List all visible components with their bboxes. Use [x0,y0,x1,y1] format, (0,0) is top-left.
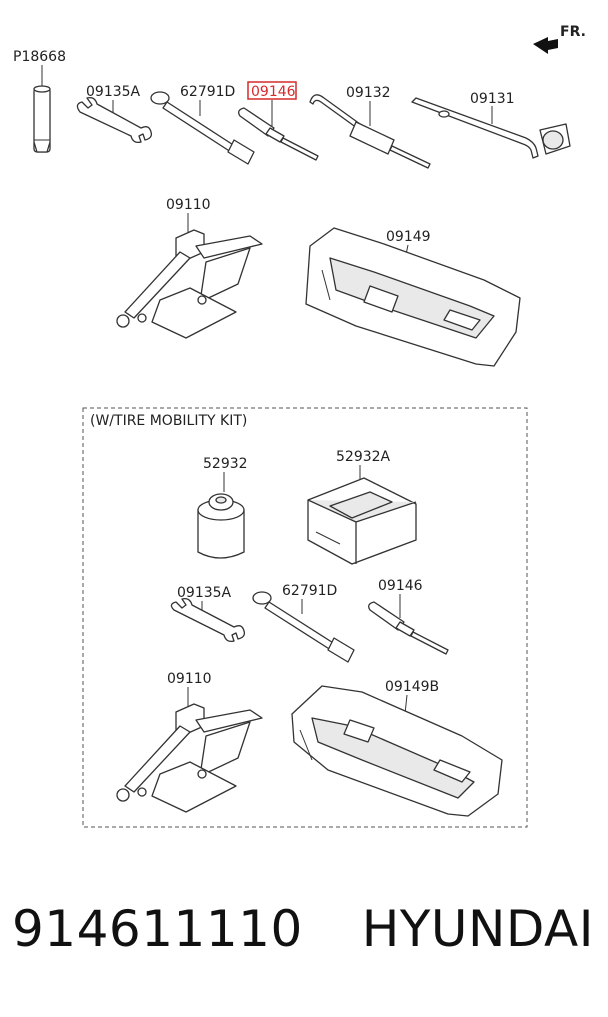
footer: 914611110 HYUNDAI [0,900,608,980]
part-label-handle: 09131 [470,91,515,107]
part-hook[interactable]: 09132 [309,85,431,169]
kit-part-sealant[interactable]: 52932 [197,456,248,559]
kit-part-label-compressor: 52932A [336,449,391,465]
part-label-lug-wrench: 62791D [180,84,235,100]
kit-part-label-lug-wrench: 62791D [282,583,337,599]
kit-part-wrench[interactable]: 09135A [170,585,246,643]
kit-part-label-screwdriver: 09146 [378,578,423,594]
part-label-jack: 09110 [166,197,211,213]
highlight-box [247,81,297,100]
kit-part-label-jack: 09110 [167,671,212,687]
part-tray[interactable]: 09149 [305,227,521,367]
front-direction-indicator: FR. [533,24,586,54]
parts-diagram: FR. P18668 09135A 62791D 09146 09132 [13,24,586,828]
kit-part-screwdriver[interactable]: 09146 [368,578,449,655]
part-wrench[interactable]: 09135A [76,84,153,144]
part-label-hook: 09132 [346,85,391,101]
part-label-tray: 09149 [386,229,431,245]
part-screwdriver[interactable]: 09146 [238,81,319,161]
direction-label: FR. [560,24,586,40]
part-handle[interactable]: 09131 [411,91,571,159]
kit-part-compressor[interactable]: 52932A [307,449,417,565]
kit-box [82,407,528,828]
kit-box-label: (W/TIRE MOBILITY KIT) [90,413,247,429]
kit-part-label-wrench: 09135A [177,585,232,601]
part-label-wrench: 09135A [86,84,141,100]
kit-part-label-sealant: 52932 [203,456,248,472]
direction-arrow-icon [533,37,558,54]
part-socket[interactable]: P18668 [13,49,66,153]
part-label-socket: P18668 [13,49,66,65]
part-label-screwdriver: 09146 [251,84,296,100]
part-lug-wrench[interactable]: 62791D [150,84,255,165]
kit-part-lug-wrench[interactable]: 62791D [252,583,355,663]
part-number: 914611110 [12,900,303,958]
kit-part-label-tray: 09149B [385,679,439,695]
part-jack[interactable]: 09110 [116,197,263,339]
kit-part-tray[interactable]: 09149B [291,679,503,817]
brand-name: HYUNDAI [361,900,594,958]
kit-part-jack[interactable]: 09110 [116,671,263,813]
